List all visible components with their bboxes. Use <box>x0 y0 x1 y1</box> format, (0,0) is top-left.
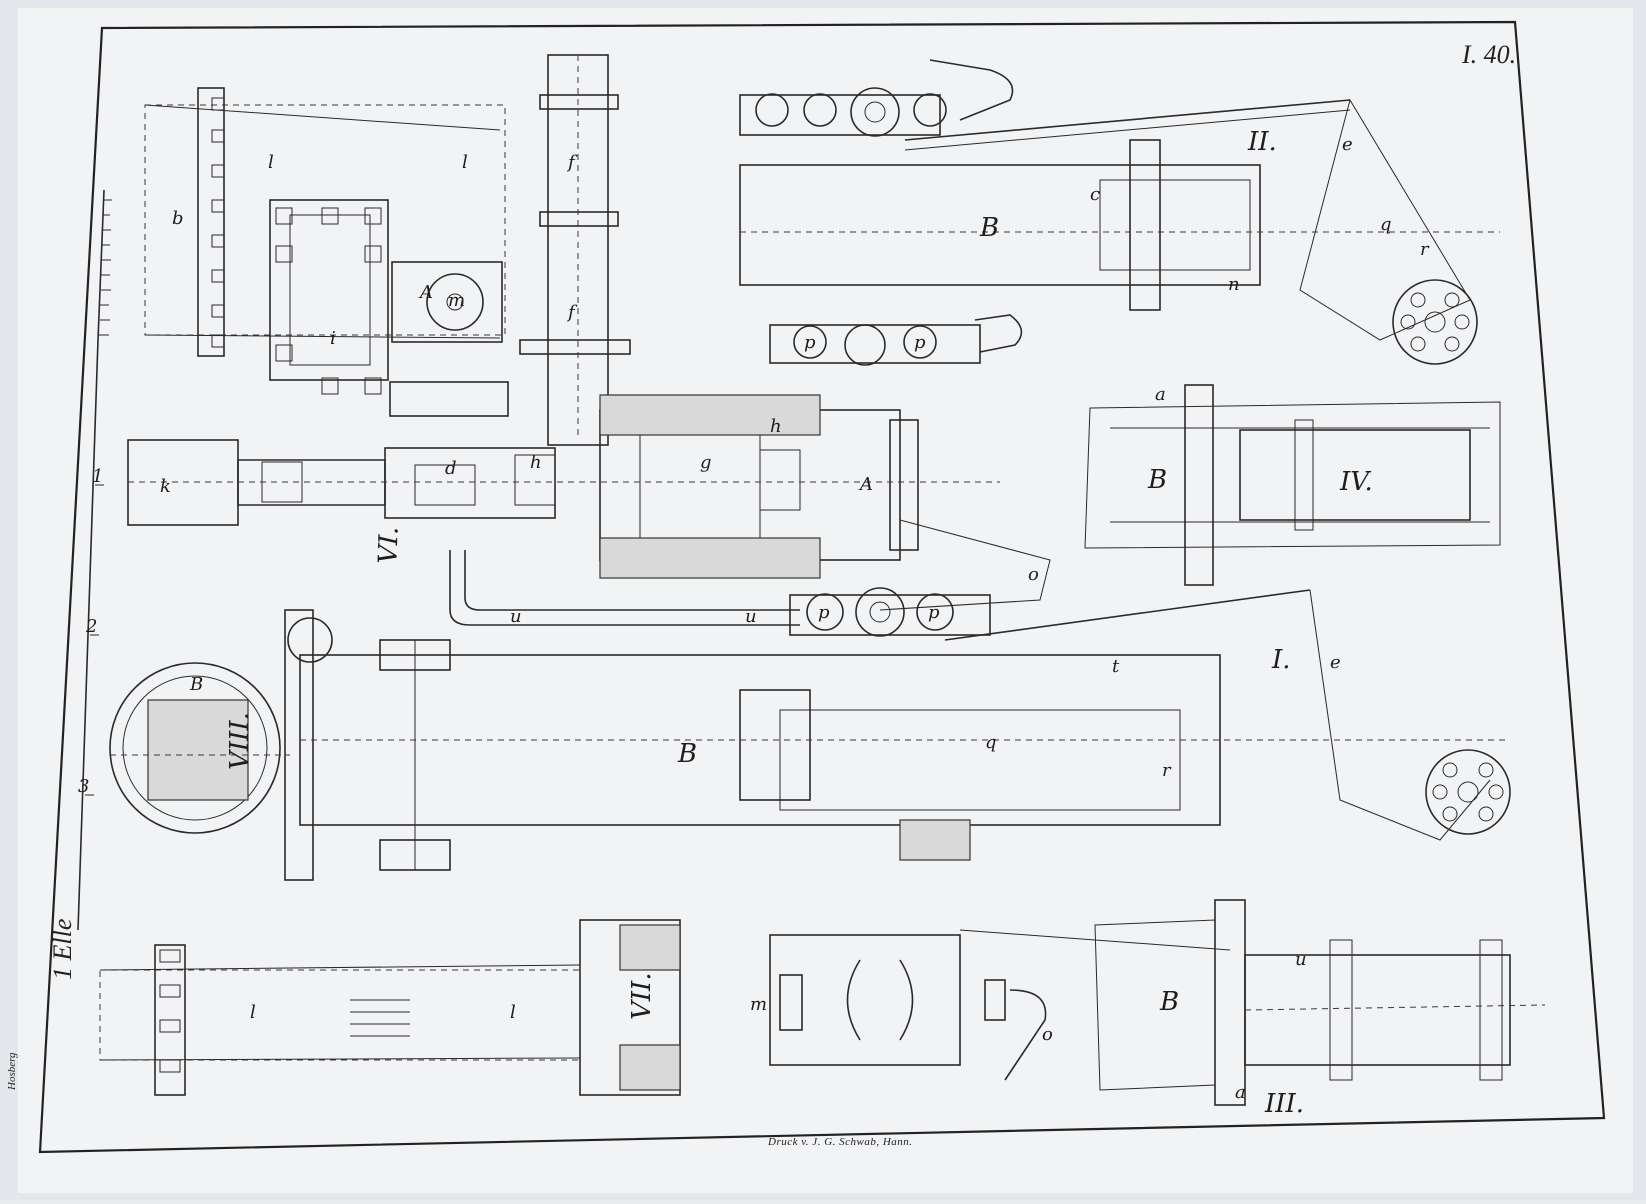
figure-label-i: I. <box>1271 645 1291 675</box>
valve-gear-lower: p p o <box>789 519 1051 637</box>
scale-bar: 1 2 3 <box>77 189 112 931</box>
paper-sheet <box>18 8 1633 1193</box>
letter-m-2: m <box>750 994 767 1015</box>
figure-label-ii: II. <box>1247 127 1277 157</box>
letter-l-3: l <box>250 1002 256 1023</box>
figure-iv: B a IV. <box>1084 384 1501 586</box>
letter-p-4: p <box>914 332 926 353</box>
letter-r: r <box>1420 239 1430 260</box>
letter-B-5: B <box>1159 987 1179 1017</box>
figure-iii: B III. a u m o <box>750 899 1546 1119</box>
valve-middle: p p <box>769 314 1023 366</box>
figure-vii: l l VII. <box>99 919 681 1096</box>
letter-e-2: e <box>1330 652 1341 673</box>
plate-border <box>38 20 1606 1154</box>
letter-d: d <box>445 458 457 479</box>
letter-B-3: B <box>677 739 697 769</box>
letter-B-2: B <box>1147 465 1167 495</box>
letter-l-4: l <box>510 1002 516 1023</box>
letter-b: b <box>172 208 184 229</box>
letter-g: g <box>700 452 712 473</box>
letter-n: n <box>1228 274 1240 295</box>
letter-l-2: l <box>462 152 468 173</box>
engraver-signature: Hosberg <box>6 1052 18 1090</box>
scale-tick-3: 3 <box>78 776 89 797</box>
figure-vi: VI. l l b A m i <box>144 87 509 564</box>
plate-number: I. 40. <box>1462 40 1517 69</box>
letter-l: l <box>268 152 274 173</box>
figure-viii: VIII. B <box>109 662 290 834</box>
letter-h-2: h <box>770 416 782 437</box>
steam-chest: k d h g A h <box>127 394 1000 579</box>
scale-tick-1: 1 <box>92 466 103 487</box>
letter-u: u <box>510 606 522 627</box>
letter-u-3: u <box>1295 949 1307 970</box>
figure-ii: II. B c e q r n <box>739 59 1500 365</box>
letter-p: p <box>818 602 830 623</box>
frame-column <box>284 609 451 881</box>
letter-B: B <box>979 213 999 243</box>
letter-c: c <box>1090 184 1100 205</box>
letter-B-4: B <box>189 674 203 695</box>
letter-o: o <box>1028 564 1039 585</box>
letter-a: a <box>1155 384 1166 405</box>
figure-label-vi: VI. <box>373 526 404 564</box>
letter-a-2: a <box>1235 1082 1246 1103</box>
figure-label-vii: VII. <box>627 972 657 1020</box>
letter-q: q <box>1380 214 1392 235</box>
letter-r-2: r <box>1162 760 1172 781</box>
letter-A-2: A <box>858 474 873 495</box>
letter-k: k <box>160 476 171 497</box>
figure-label-iv: IV. <box>1339 467 1373 497</box>
letter-q-2: q <box>985 732 997 753</box>
letter-A: A <box>418 282 433 303</box>
letter-t: t <box>1112 656 1120 677</box>
scale-tick-2: 2 <box>85 616 97 637</box>
letter-m: m <box>448 290 465 311</box>
letter-h: h <box>530 452 542 473</box>
pipe-u: u u <box>449 550 800 627</box>
figure-label-viii: VIII. <box>225 712 255 770</box>
letter-i: i <box>330 328 336 349</box>
letter-o-2: o <box>1042 1024 1053 1045</box>
figure-i: I. B q r e t <box>299 589 1511 861</box>
letter-p-2: p <box>928 602 940 623</box>
letter-e: e <box>1342 134 1353 155</box>
printer-imprint: Druck v. J. G. Schwab, Hann. <box>768 1136 913 1148</box>
letter-p-3: p <box>804 332 816 353</box>
scale-unit-label: 1 Elle <box>48 918 77 980</box>
figure-label-iii: III. <box>1264 1089 1304 1119</box>
letter-u-2: u <box>745 606 757 627</box>
